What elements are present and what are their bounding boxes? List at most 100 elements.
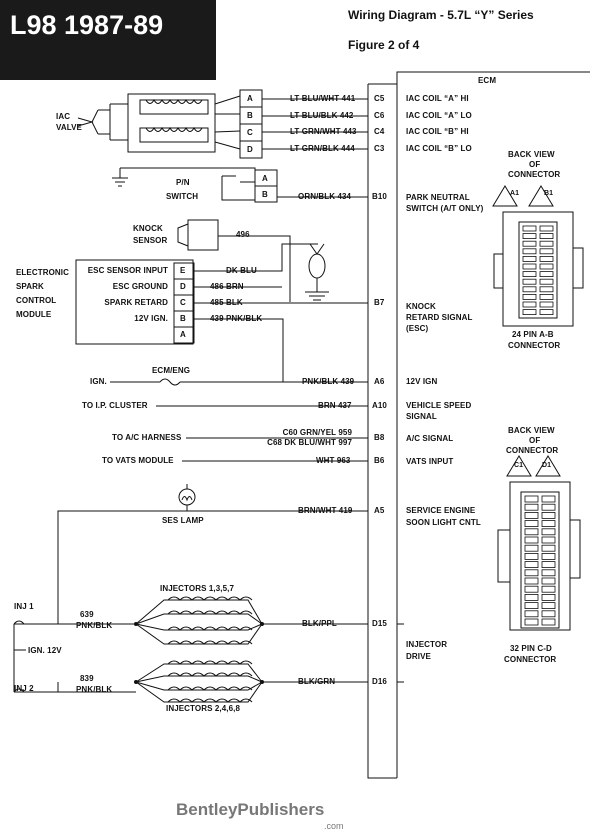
inj1-label: INJ 1 [14, 602, 34, 611]
connector-pin-cavity [541, 618, 556, 626]
ecm-label-b10-1: PARK NEUTRAL [406, 193, 470, 202]
pn-pin-a: A [262, 174, 268, 183]
esc-row-e-label: ESC SENSOR INPUT [87, 266, 168, 275]
inj-wire-blk-ppl: BLK/PPL [302, 619, 337, 628]
knock-label-2: SENSOR [133, 236, 168, 245]
iac-wire-443: LT GRN/WHT 443 [290, 127, 357, 136]
connector-pin-cavity [539, 309, 554, 316]
ecm-label-b7-1: KNOCK [406, 302, 436, 311]
connector-pin-cavity [541, 602, 556, 609]
pn-switch-contact [221, 175, 255, 201]
connector-pin-cavity [522, 255, 537, 262]
pn-wire-434: ORN/BLK 434 [298, 192, 352, 201]
ecm-pin-a6: A6 [374, 377, 385, 386]
esc-row-b-label: 12V IGN. [134, 314, 168, 323]
connector-pin-cavity [524, 585, 539, 593]
ecm-pin-c5: C5 [374, 94, 385, 103]
iac-pin-d: D [247, 145, 253, 154]
connector-pin-cavity [522, 271, 537, 278]
connector-pin-cavity [541, 503, 556, 511]
connector-pin-cavity [522, 301, 537, 308]
esc-module-label-3: CONTROL [16, 296, 57, 305]
inj2-fuse [13, 688, 25, 693]
iac-coil-a [139, 99, 209, 115]
cd-pin-markers [506, 455, 561, 477]
iac-pin-c: C [247, 128, 253, 137]
ecm-pin-c4: C4 [374, 127, 385, 136]
ecm-pin-d15: D15 [372, 619, 387, 628]
esc-wire-486: 486 BRN [210, 282, 244, 291]
connector-pin-cavity [541, 610, 556, 618]
ecm-label-b6: VATS INPUT [406, 457, 454, 466]
connector-pin-cavity [541, 577, 556, 585]
connector-pin-cavity [539, 286, 554, 293]
inj-wire-blk-grn: BLK/GRN [298, 677, 336, 686]
connector-pin-cavity [524, 512, 539, 519]
esc-pin-b: B [180, 314, 186, 323]
ecm-pin-b7: B7 [374, 298, 385, 307]
ecm-label-c3: IAC COIL “B” LO [406, 144, 472, 153]
knock-sensor-body [187, 219, 219, 251]
ecm-pin-a5: A5 [374, 506, 385, 515]
figure-label: Figure 2 of 4 [348, 38, 420, 52]
ab-title-3: CONNECTOR [508, 170, 561, 179]
ecm-top-border [368, 71, 590, 85]
iac-pin-b: B [247, 111, 253, 120]
iac-wire-441: LT BLU/WHT 441 [290, 94, 356, 103]
inj-wire-839: 839 [80, 674, 94, 683]
connector-pin-cavity [524, 594, 539, 601]
inj-wire-839-color: PNK/BLK [76, 685, 113, 694]
connector-pin-cavity [539, 240, 554, 247]
connector-pin-cavity [524, 495, 539, 503]
injector-bank-1 [135, 599, 263, 645]
connector-pin-cavity [524, 618, 539, 626]
ecm-label: ECM [478, 76, 497, 85]
connector-pin-cavity [539, 233, 554, 240]
ecm-label-c6: IAC COIL “A” LO [406, 111, 472, 120]
ecm-label-b8: A/C SIGNAL [406, 434, 454, 443]
connector-pin-cavity [524, 520, 539, 527]
connector-pin-cavity [541, 569, 556, 577]
inj2-label: INJ 2 [14, 684, 34, 693]
connector-pin-cavity [541, 585, 556, 593]
cd-pin-c1: C1 [514, 462, 524, 469]
esc-module-label-4: MODULE [16, 310, 52, 319]
connector-pin-cavity [524, 503, 539, 511]
diagram-title: Wiring Diagram - 5.7L “Y” Series [348, 8, 534, 22]
knock-wire-496: 496 [236, 230, 250, 239]
vss-wire-437: BRN 437 [318, 401, 352, 410]
cd-caption-2: CONNECTOR [504, 655, 557, 664]
ab-caption-1: 24 PIN A-B [512, 330, 554, 339]
ab-connector-body [502, 211, 574, 327]
connector-pin-cavity [541, 594, 556, 601]
connector-pin-cavity [541, 553, 556, 560]
ac-wire-959: C60 GRN/YEL 959 [282, 428, 352, 437]
ecm-label-injector-1: INJECTOR [406, 640, 448, 649]
esc-module-label-1: ELECTRONIC [16, 268, 69, 277]
pn-label-2: SWITCH [166, 192, 199, 201]
esc-pin-c: C [180, 298, 186, 307]
ecm-label-a10-1: VEHICLE SPEED [406, 401, 472, 410]
ecm-label-c4: IAC COIL “B” HI [406, 127, 469, 136]
cd-title-3: CONNECTOR [506, 446, 559, 455]
model-title: L98 1987-89 [10, 10, 164, 40]
connector-pin-cavity [541, 512, 556, 519]
ecm-label-b10-2: SWITCH (A/T ONLY) [406, 204, 484, 213]
esc-module-box [75, 259, 194, 345]
connector-pin-cavity [539, 255, 554, 262]
esc-pin-d: D [180, 282, 186, 291]
ecm-eng-fuse-label: ECM/ENG [152, 366, 191, 375]
esc-wire-485: 485 BLK [210, 298, 243, 307]
connector-pin-cavity [539, 225, 554, 232]
connector-pin-cavity [541, 536, 556, 544]
knock-label-1: KNOCK [133, 224, 163, 233]
esc-wire-439: 439 PNK/BLK [210, 314, 263, 323]
ses-lamp [178, 488, 196, 506]
connector-pin-cavity [524, 577, 539, 585]
ab-pin-markers [492, 185, 554, 207]
connector-pin-cavity [541, 561, 556, 568]
connector-pin-cavity [522, 293, 537, 300]
ecm-label-b7-3: (ESC) [406, 324, 429, 333]
cd-caption-1: 32 PIN C-D [510, 644, 552, 653]
